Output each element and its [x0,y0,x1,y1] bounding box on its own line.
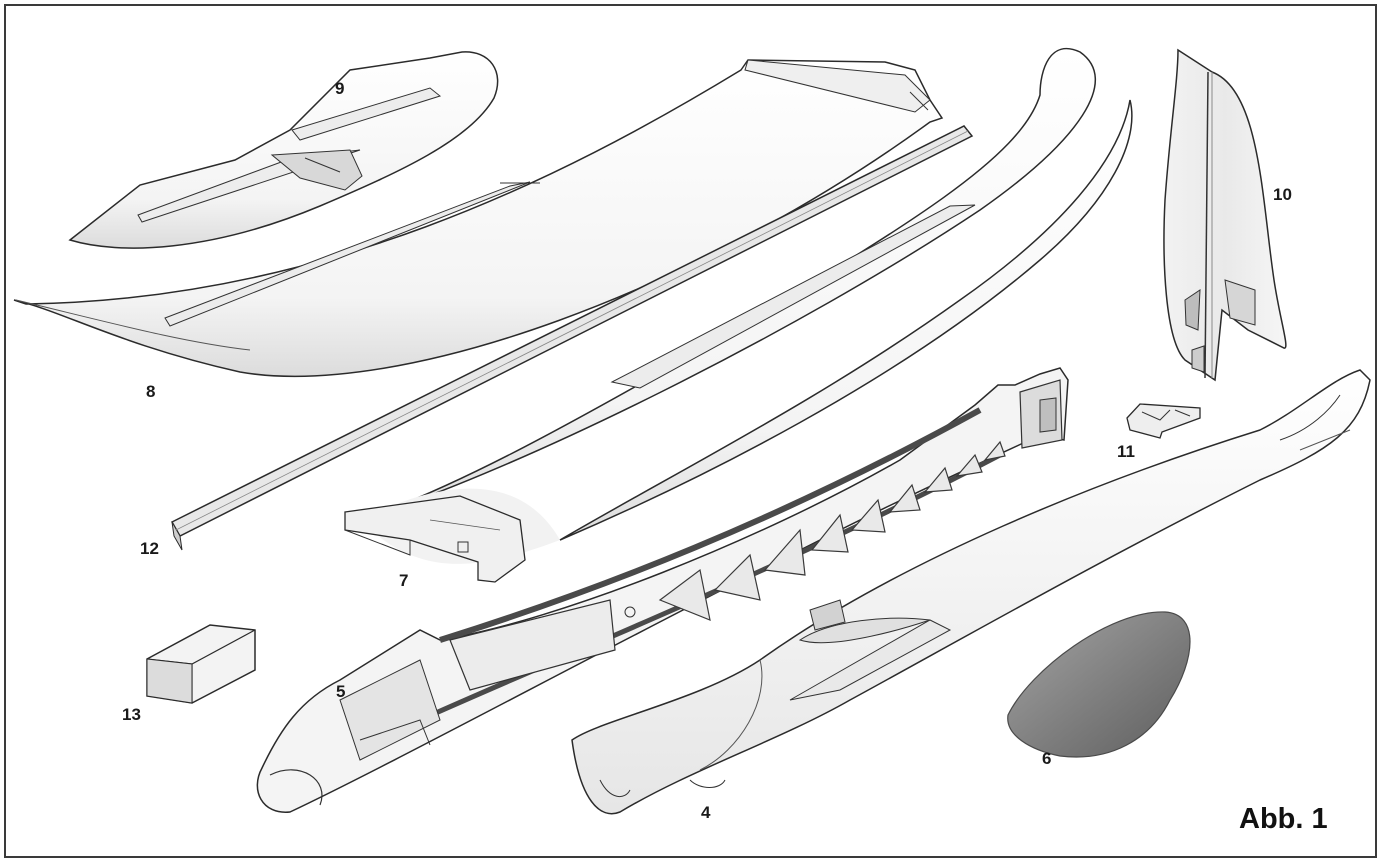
part-label-4: 4 [701,803,711,822]
fuselage-frame-icon [256,367,1069,813]
part-label-12: 12 [140,539,159,558]
part-label-9: 9 [335,79,345,98]
wing-spar-icon [170,125,974,551]
part-label-6: 6 [1042,749,1052,768]
battery-block-icon [146,624,256,704]
part-label-7: 7 [399,571,409,590]
part-label-11: 11 [1117,442,1135,461]
fuselage-lower-shell-icon [571,369,1371,815]
part-label-8: 8 [146,382,156,401]
figure-caption: Abb. 1 [1239,803,1328,835]
part-label-5: 5 [336,682,346,701]
canopy-icon [1007,611,1191,758]
part-label-10: 10 [1273,185,1292,204]
right-wing-icon [344,47,1133,583]
horizontal-stabilizer-icon [68,51,499,249]
vertical-fin-icon [1163,48,1287,382]
servo-bracket-icon [1126,403,1201,439]
left-wing-icon [13,59,944,378]
part-label-13: 13 [122,705,141,724]
